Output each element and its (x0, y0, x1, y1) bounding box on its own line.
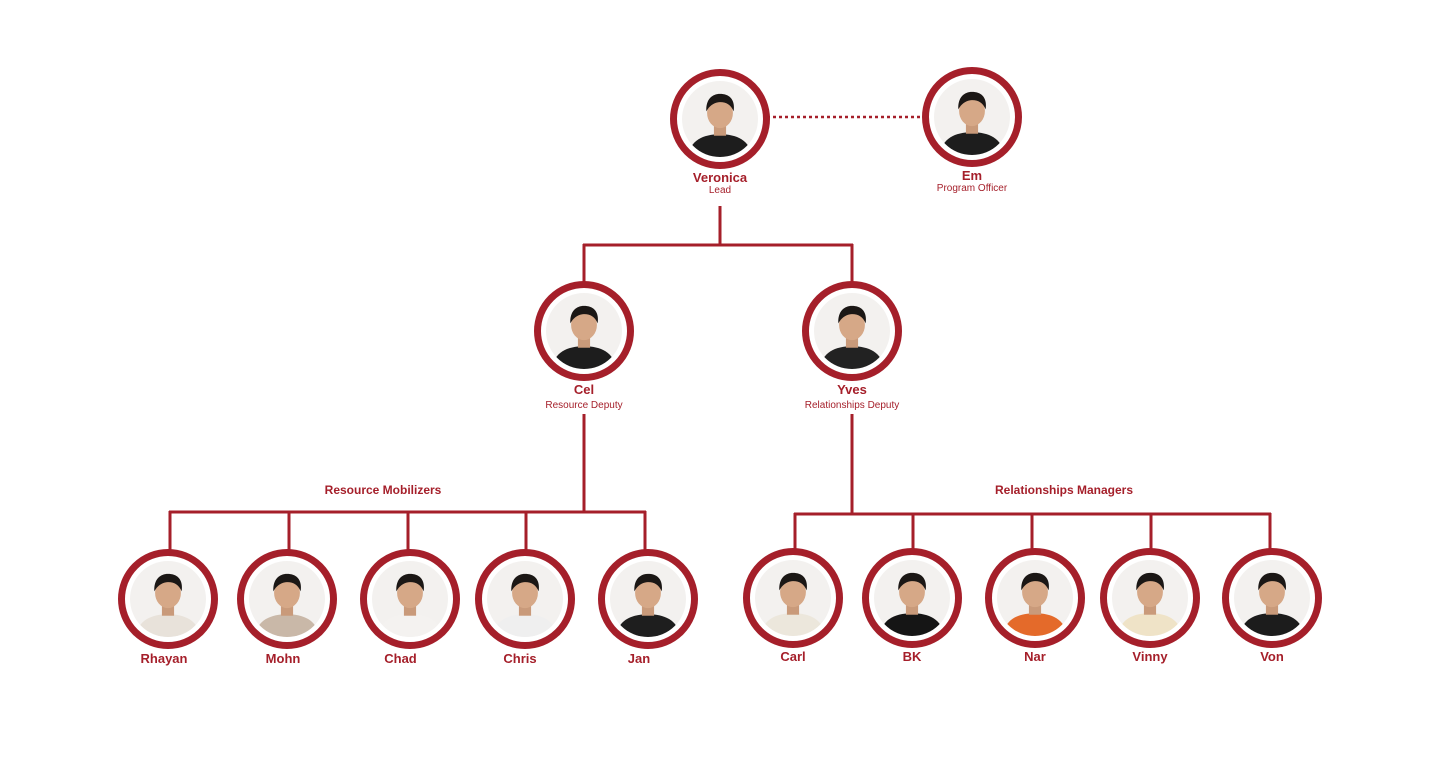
person-von: Von (1192, 548, 1352, 664)
avatar (610, 561, 686, 637)
portrait-silhouette (249, 561, 325, 637)
person-role: Program Officer (892, 183, 1052, 195)
portrait-silhouette (610, 561, 686, 637)
portrait-silhouette (546, 293, 622, 369)
avatar (249, 561, 325, 637)
person-name: Von (1192, 650, 1352, 664)
avatar-ring (862, 548, 962, 648)
avatar-ring (670, 69, 770, 169)
portrait-silhouette (874, 560, 950, 636)
avatar-ring (1222, 548, 1322, 648)
portrait-silhouette (130, 561, 206, 637)
person-name: Yves (772, 383, 932, 397)
avatar-ring (118, 549, 218, 649)
avatar (814, 293, 890, 369)
portrait-silhouette (487, 561, 563, 637)
avatar (934, 79, 1010, 155)
portrait-silhouette (372, 561, 448, 637)
person-jan: Jan (568, 549, 728, 666)
person-em: Em Program Officer (892, 67, 1052, 195)
person-cel: Cel Resource Deputy (504, 281, 664, 412)
portrait-silhouette (682, 81, 758, 157)
group-label-relationships-managers: Relationships Managers (995, 483, 1133, 497)
avatar (372, 561, 448, 637)
person-role: Lead (640, 185, 800, 197)
person-yves: Yves Relationships Deputy (772, 281, 932, 412)
avatar-ring (237, 549, 337, 649)
avatar (487, 561, 563, 637)
person-role: Resource Deputy (504, 400, 664, 412)
portrait-silhouette (1112, 560, 1188, 636)
avatar-ring (534, 281, 634, 381)
avatar-ring (802, 281, 902, 381)
portrait-silhouette (997, 560, 1073, 636)
portrait-silhouette (934, 79, 1010, 155)
avatar (1234, 560, 1310, 636)
avatar-ring (598, 549, 698, 649)
avatar (874, 560, 950, 636)
avatar (1112, 560, 1188, 636)
person-role: Relationships Deputy (772, 400, 932, 412)
person-veronica: Veronica Lead (640, 69, 800, 197)
person-name: Jan (550, 652, 728, 666)
avatar (755, 560, 831, 636)
group-label-resource-mobilizers: Resource Mobilizers (325, 483, 442, 497)
avatar-ring (922, 67, 1022, 167)
avatar (682, 81, 758, 157)
person-name: Em (892, 169, 1052, 183)
avatar (997, 560, 1073, 636)
portrait-silhouette (755, 560, 831, 636)
avatar-ring (743, 548, 843, 648)
avatar-ring (475, 549, 575, 649)
avatar (546, 293, 622, 369)
portrait-silhouette (1234, 560, 1310, 636)
avatar-ring (1100, 548, 1200, 648)
person-name: Cel (504, 383, 664, 397)
person-name: Veronica (640, 171, 800, 185)
avatar (130, 561, 206, 637)
portrait-silhouette (814, 293, 890, 369)
